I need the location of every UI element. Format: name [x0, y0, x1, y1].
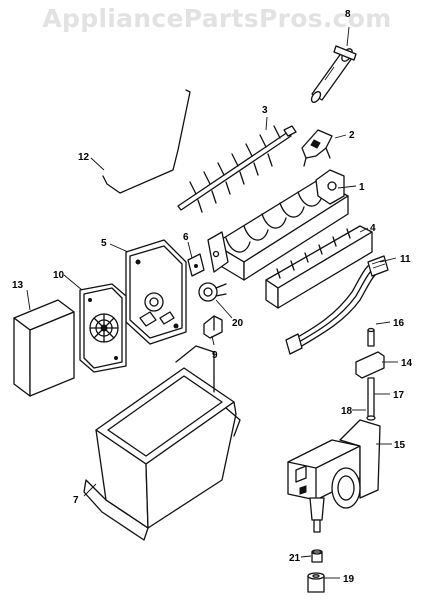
part-14-bracket[interactable]: [355, 351, 385, 379]
callout-1: 1: [359, 182, 365, 193]
part-17-rod[interactable]: [366, 377, 376, 421]
callout-16: 16: [393, 318, 405, 329]
part-19-fitting[interactable]: [307, 572, 325, 593]
callout-10: 10: [53, 270, 65, 281]
callout-21: 21: [289, 553, 301, 564]
part-4-cover[interactable]: [265, 225, 373, 309]
callout-15: 15: [394, 440, 406, 451]
callout-17: 17: [393, 390, 405, 401]
callout-11: 11: [400, 254, 411, 265]
part-12-shutoff-arm[interactable]: [102, 89, 191, 194]
callout-20: 20: [232, 318, 244, 329]
callout-7: 7: [73, 495, 79, 506]
part-16-cap[interactable]: [367, 327, 375, 347]
callout-2: 2: [349, 130, 355, 141]
part-8-fill-tube[interactable]: [310, 45, 357, 104]
part-20-motor[interactable]: [198, 282, 227, 302]
callout-12: 12: [78, 152, 90, 163]
callout-9: 9: [212, 350, 218, 361]
part-3-ejector-blades[interactable]: [177, 125, 297, 213]
callout-8: 8: [345, 9, 351, 20]
part-9-clip[interactable]: [203, 315, 223, 339]
callout-6: 6: [183, 232, 189, 243]
callout-19: 19: [343, 574, 355, 585]
part-5-module-housing[interactable]: [125, 239, 187, 345]
part-21-nut[interactable]: [311, 549, 323, 563]
callout-labels: 8 3 2 1 4 11 12 5 6 10 13 20 9 16 14 17 …: [12, 9, 413, 585]
callout-13: 13: [12, 280, 24, 291]
callout-14: 14: [401, 358, 413, 369]
part-7-ice-bucket[interactable]: [83, 345, 241, 541]
callout-5: 5: [101, 238, 107, 249]
callout-18: 18: [341, 406, 353, 417]
callout-4: 4: [370, 223, 376, 234]
part-13-cover-box[interactable]: [13, 299, 75, 397]
part-1-ice-mold[interactable]: [207, 169, 349, 281]
part-10-motor-plate[interactable]: [79, 283, 127, 373]
part-6-switch[interactable]: [187, 253, 205, 277]
part-15-water-valve[interactable]: [287, 419, 381, 533]
callout-3: 3: [262, 105, 268, 116]
part-2-bracket[interactable]: [301, 129, 333, 167]
leader-lines: [26, 26, 398, 579]
watermark-text: AppliancePartsPros.com: [42, 4, 392, 33]
